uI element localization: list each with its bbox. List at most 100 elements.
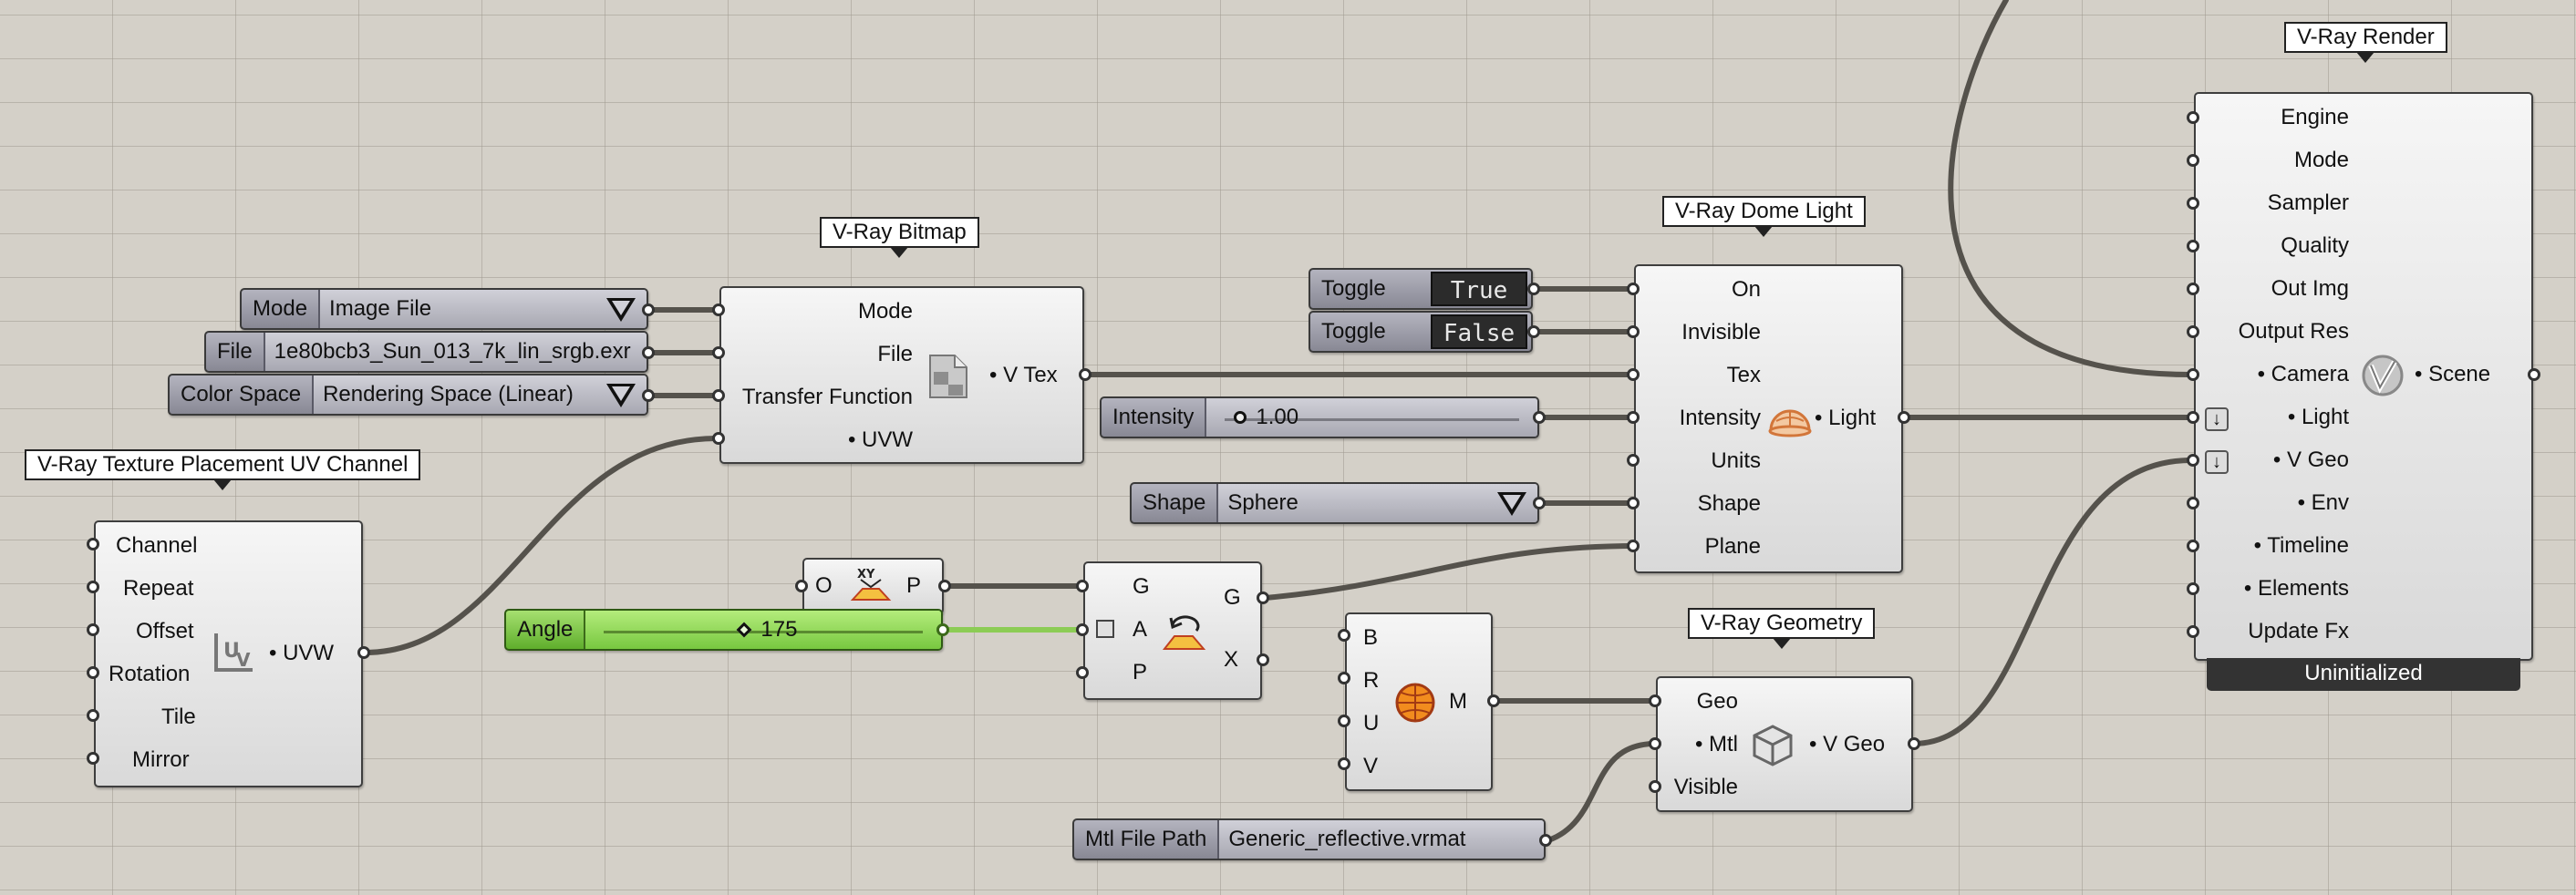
uv-component[interactable]: Channel Repeat Offset Rotation Tile Mirr… (94, 520, 363, 787)
render-input-update-fx[interactable]: Update Fx (2248, 619, 2349, 643)
mtl-path-grip[interactable] (1539, 834, 1552, 847)
render-grip-out[interactable] (2528, 368, 2540, 381)
uv-input-repeat[interactable]: Repeat (123, 576, 194, 601)
toggle-true-value[interactable]: True (1431, 272, 1527, 306)
dome-input-intensity[interactable]: Intensity (1679, 406, 1761, 430)
rotate-grip-p[interactable] (1076, 666, 1089, 679)
uv-grip-out[interactable] (357, 646, 370, 659)
render-grip-1[interactable] (2187, 111, 2199, 124)
render-input-vgeo[interactable]: • V Geo (2272, 448, 2349, 472)
uv-grip-3[interactable] (87, 623, 99, 636)
dome-input-tex[interactable]: Tex (1726, 363, 1761, 387)
colorspace-param-grip[interactable] (642, 389, 655, 402)
render-input-quality[interactable]: Quality (2281, 233, 2349, 258)
bitmap-grip-vtex[interactable] (1079, 368, 1091, 381)
material-grip-v[interactable] (1338, 757, 1350, 770)
uv-input-mirror[interactable]: Mirror (132, 747, 190, 772)
file-param[interactable]: File 1e80bcb3_Sun_013_7k_lin_srgb.exr (204, 331, 648, 373)
render-input-env[interactable]: • Env (2297, 490, 2349, 515)
flatten-arrow-icon[interactable]: ↓ (2205, 450, 2229, 474)
material-input-u[interactable]: U (1363, 711, 1380, 736)
rotate-input-a[interactable]: A (1133, 617, 1148, 642)
material-grip-b[interactable] (1338, 629, 1350, 642)
dropdown-arrow-icon[interactable] (606, 384, 636, 407)
mode-param-grip[interactable] (642, 303, 655, 316)
render-grip-10[interactable] (2187, 497, 2199, 509)
mode-value-list[interactable]: Mode Image File (240, 288, 648, 330)
dome-input-units[interactable]: Units (1711, 448, 1761, 473)
material-grip-u[interactable] (1338, 715, 1350, 727)
geometry-output-vgeo[interactable]: • V Geo (1809, 732, 1886, 756)
slider-knob-icon[interactable] (1234, 411, 1247, 424)
material-grip-out[interactable] (1487, 694, 1500, 707)
rotate-angle-param-icon[interactable] (1096, 620, 1114, 638)
render-input-elements[interactable]: • Elements (2243, 576, 2349, 601)
slider-knob-icon[interactable] (736, 622, 752, 638)
rotate-input-p[interactable]: P (1133, 660, 1148, 684)
geometry-input-visible[interactable]: Visible (1673, 775, 1738, 799)
rotate-component[interactable]: G A P G X (1083, 561, 1262, 700)
uv-input-rotation[interactable]: Rotation (109, 662, 191, 686)
xy-plane-component[interactable]: O XY P (802, 558, 944, 614)
dome-output-light[interactable]: • Light (1815, 406, 1877, 430)
xy-plane-output-p[interactable]: P (906, 573, 922, 598)
colorspace-param-value[interactable]: Rendering Space (Linear) (314, 375, 647, 414)
render-component[interactable]: Engine Mode Sampler Quality Out Img Outp… (2194, 92, 2533, 661)
render-grip-11[interactable] (2187, 540, 2199, 552)
render-input-engine[interactable]: Engine (2281, 105, 2349, 129)
render-grip-12[interactable] (2187, 582, 2199, 595)
toggle-true[interactable]: Toggle True (1309, 268, 1533, 310)
uv-input-channel[interactable]: Channel (116, 533, 198, 558)
bitmap-grip-uvw[interactable] (712, 432, 725, 445)
intensity-slider[interactable]: Intensity 1.00 (1100, 396, 1539, 438)
geometry-grip-out[interactable] (1908, 737, 1920, 750)
render-grip-4[interactable] (2187, 240, 2199, 252)
geometry-input-geo[interactable]: Geo (1696, 689, 1738, 714)
geometry-grip-mtl[interactable] (1649, 737, 1661, 750)
bitmap-grip-file[interactable] (712, 346, 725, 359)
render-grip-2[interactable] (2187, 154, 2199, 167)
render-grip-3[interactable] (2187, 197, 2199, 210)
render-grip-13[interactable] (2187, 625, 2199, 638)
uv-grip-6[interactable] (87, 752, 99, 765)
colorspace-value-list[interactable]: Color Space Rendering Space (Linear) (168, 374, 648, 416)
rotate-output-g[interactable]: G (1224, 585, 1241, 610)
render-grip-5[interactable] (2187, 283, 2199, 295)
dome-grip-7[interactable] (1627, 540, 1640, 552)
rotate-grip-a[interactable] (1076, 623, 1089, 636)
toggle-false-value[interactable]: False (1431, 314, 1527, 349)
uv-output-uvw[interactable]: • UVW (269, 641, 335, 665)
xy-plane-grip-in[interactable] (795, 580, 808, 592)
material-grip-r[interactable] (1338, 672, 1350, 684)
uv-grip-5[interactable] (87, 709, 99, 722)
render-output-scene[interactable]: • Scene (2415, 362, 2491, 386)
xy-plane-grip-out[interactable] (938, 580, 951, 592)
render-grip-9[interactable] (2187, 454, 2199, 467)
dome-grip-4[interactable] (1627, 411, 1640, 424)
bitmap-component[interactable]: Mode File Transfer Function • UVW • V Te… (719, 286, 1084, 464)
angle-slider[interactable]: Angle 175 (504, 609, 943, 651)
dome-light-component[interactable]: On Invisible Tex Intensity Units Shape P… (1634, 264, 1903, 573)
material-input-r[interactable]: R (1363, 668, 1380, 693)
rotate-output-x[interactable]: X (1224, 647, 1239, 672)
bitmap-grip-mode[interactable] (712, 303, 725, 316)
dome-input-plane[interactable]: Plane (1704, 534, 1761, 559)
angle-slider-track[interactable]: 175 (585, 611, 941, 649)
flatten-arrow-icon[interactable]: ↓ (2205, 407, 2229, 431)
angle-slider-grip[interactable] (936, 623, 949, 636)
render-grip-7[interactable] (2187, 368, 2199, 381)
material-output-m[interactable]: M (1449, 689, 1467, 714)
dome-grip-3[interactable] (1627, 368, 1640, 381)
mode-param-value[interactable]: Image File (320, 290, 647, 328)
dome-grip-2[interactable] (1627, 325, 1640, 338)
render-input-mode[interactable]: Mode (2293, 148, 2349, 172)
shape-value-list[interactable]: Shape Sphere (1130, 482, 1539, 524)
render-input-timeline[interactable]: • Timeline (2253, 533, 2349, 558)
toggle-false-grip[interactable] (1527, 325, 1540, 338)
uv-grip-2[interactable] (87, 581, 99, 593)
dome-input-invisible[interactable]: Invisible (1681, 320, 1761, 345)
mtl-path-param[interactable]: Mtl File Path Generic_reflective.vrmat (1072, 818, 1546, 860)
render-grip-6[interactable] (2187, 325, 2199, 338)
rotate-grip-g[interactable] (1076, 580, 1089, 592)
geometry-grip-visible[interactable] (1649, 780, 1661, 793)
